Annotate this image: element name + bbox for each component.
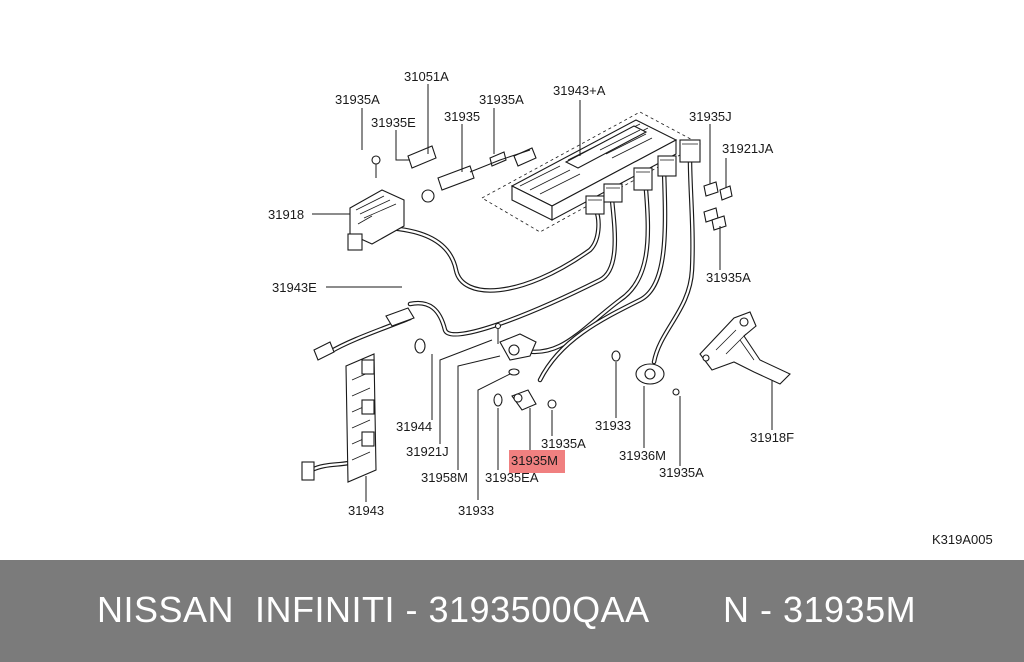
label-31935A-bottom: 31935A (659, 465, 704, 480)
label-31921JA: 31921JA (722, 141, 774, 156)
callout-labels: 31051A 31935A 31935A 31943+A 31935E 3193… (268, 69, 993, 547)
label-31935E: 31935E (371, 115, 416, 130)
label-31943E: 31943E (272, 280, 317, 295)
parts-diagram: 31051A 31935A 31935A 31943+A 31935E 3193… (268, 69, 993, 547)
label-31943: 31943 (348, 503, 384, 518)
label-31918F: 31918F (750, 430, 794, 445)
label-31935A-mid: 31935A (541, 436, 586, 451)
label-31921J: 31921J (406, 444, 449, 459)
label-31935A-top: 31935A (479, 92, 524, 107)
label-31944: 31944 (396, 419, 432, 434)
label-31051A: 31051A (404, 69, 449, 84)
leader-lines (312, 84, 773, 502)
control-unit-31943 (481, 111, 701, 233)
sensor-31936M (611, 350, 680, 396)
sensor-31935 (407, 145, 537, 191)
label-31935A-top-left: 31935A (335, 92, 380, 107)
label-31935EA: 31935EA (485, 470, 539, 485)
sensor-31935M (414, 322, 557, 411)
label-31958M: 31958M (421, 470, 468, 485)
label-31935A-right: 31935A (706, 270, 751, 285)
wire-harness (309, 157, 695, 473)
module-31918 (347, 155, 435, 251)
connectors (585, 139, 701, 215)
highlight-31935M (509, 450, 565, 473)
footer-bar (0, 560, 1024, 662)
diagram-code: K319A005 (932, 532, 993, 547)
label-31933-mid: 31933 (595, 418, 631, 433)
clips-right (703, 181, 733, 231)
label-31936M: 31936M (619, 448, 666, 463)
bracket-31943 (301, 307, 415, 483)
label-31933-bottom: 31933 (458, 503, 494, 518)
bracket-31918F (699, 311, 791, 385)
label-31935M: 31935M (511, 453, 558, 468)
label-31943A: 31943+A (553, 83, 606, 98)
label-31935: 31935 (444, 109, 480, 124)
label-31935J: 31935J (689, 109, 732, 124)
footer-part-reference: N - 31935M (723, 589, 917, 630)
footer-part-number: NISSAN INFINITI - 3193500QAA (97, 589, 650, 630)
label-31918: 31918 (268, 207, 304, 222)
